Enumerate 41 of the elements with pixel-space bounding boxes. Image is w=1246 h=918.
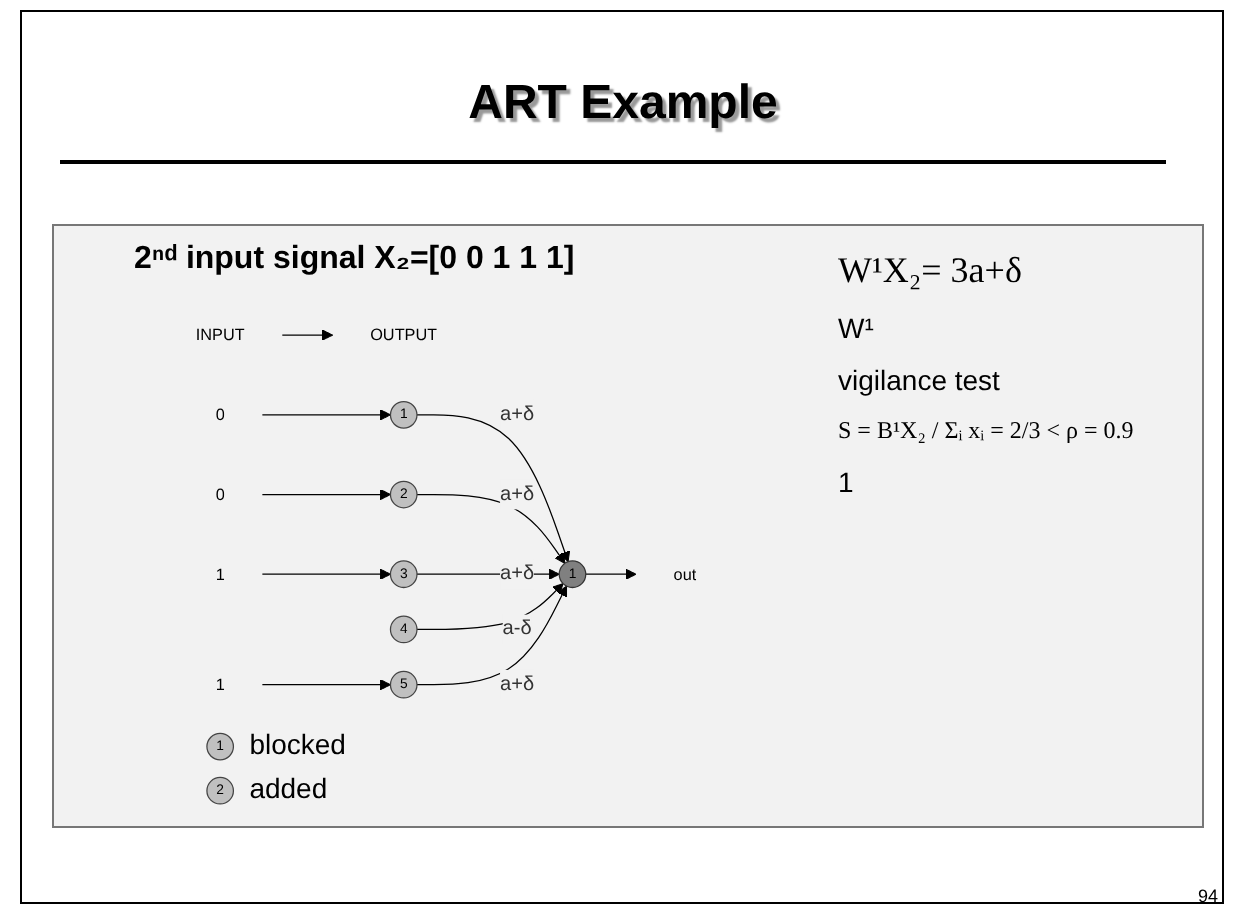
node-circle	[206, 732, 235, 761]
node-text: 0	[215, 405, 225, 424]
node-circle	[206, 776, 235, 805]
weight-label: W¹	[838, 312, 876, 344]
input-value: 1	[838, 466, 856, 498]
equation: S = B¹X₂ / Σᵢ xᵢ = 2/3 < ρ = 0.9	[838, 416, 1136, 446]
node-caption: blocked	[249, 728, 346, 761]
node-text: OUTPUT	[370, 325, 438, 345]
arrow	[261, 679, 391, 691]
section-heading: 2ⁿᵈ input signal X₂=[0 0 1 1 1]	[134, 242, 575, 278]
arrow	[416, 585, 568, 686]
node-circle	[389, 400, 418, 429]
edge-label: a-δ	[502, 618, 532, 640]
arrow	[261, 489, 391, 501]
node-circle	[389, 670, 418, 699]
arrow	[261, 409, 391, 421]
node-circle	[389, 480, 418, 509]
node-text: 0	[215, 484, 225, 504]
node-text: INPUT	[195, 325, 245, 345]
arrow	[416, 414, 571, 563]
edge-label: a+δ	[500, 403, 535, 425]
equation: W¹X₂= 3a+δ	[838, 250, 1024, 292]
node-caption: added	[249, 772, 328, 805]
node-text: 1	[215, 564, 225, 584]
node-circle	[558, 560, 587, 589]
node-circle	[389, 615, 418, 644]
arrow	[416, 493, 566, 564]
arrow	[281, 329, 333, 341]
node-circle	[389, 560, 418, 589]
arrow	[416, 568, 560, 580]
arrow	[416, 583, 564, 631]
edge-label: a+δ	[500, 673, 535, 695]
edge-label: a+δ	[500, 483, 535, 505]
node-text: out	[673, 564, 697, 584]
arrow	[261, 568, 391, 580]
slide-title: ART Example	[466, 76, 780, 132]
edge-label: a+δ	[500, 562, 535, 585]
node-text: 1	[215, 674, 225, 694]
page-number: 94	[1197, 886, 1218, 906]
test-heading: vigilance test	[838, 364, 1002, 396]
arrow	[585, 568, 637, 580]
